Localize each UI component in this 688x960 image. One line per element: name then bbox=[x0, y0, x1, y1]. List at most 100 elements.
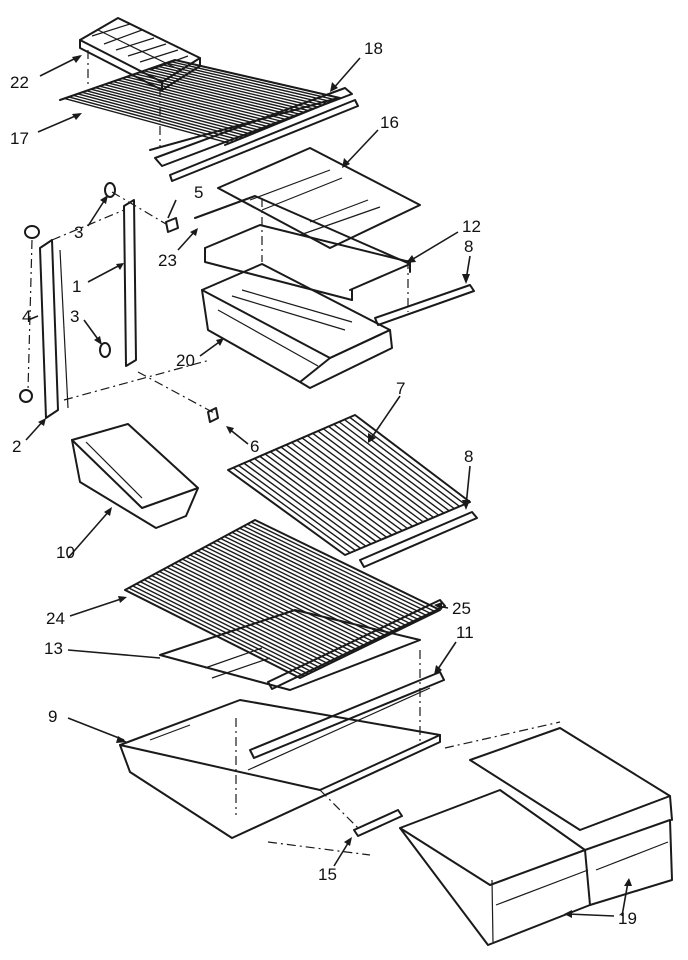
grille-wire bbox=[128, 587, 305, 677]
grille-wire bbox=[238, 464, 356, 552]
grille-wire bbox=[182, 558, 363, 649]
grille-wire bbox=[243, 525, 428, 617]
grille-wire bbox=[312, 432, 429, 521]
grille-wire bbox=[285, 444, 403, 532]
grille-wire bbox=[204, 546, 387, 637]
callout-19: 19 bbox=[618, 909, 637, 928]
callout-5: 5 bbox=[194, 183, 203, 202]
callout-7: 7 bbox=[396, 379, 405, 398]
grille-wire bbox=[343, 419, 461, 507]
grille-wire bbox=[68, 96, 235, 143]
shelf-ladder-part bbox=[39, 199, 137, 419]
grille-wire bbox=[117, 79, 283, 123]
grille-wire bbox=[165, 62, 332, 103]
grille-wire bbox=[193, 552, 375, 643]
grille-wire bbox=[136, 583, 313, 673]
grille-wire bbox=[269, 451, 388, 538]
callout-8-lower: 8 bbox=[464, 447, 473, 466]
callout-15: 15 bbox=[318, 865, 337, 884]
callout-17: 17 bbox=[10, 129, 29, 148]
grille-wire bbox=[64, 97, 230, 144]
grille-wire bbox=[224, 535, 408, 627]
lower-rail-part bbox=[267, 599, 446, 690]
grille-wire bbox=[86, 90, 252, 135]
callout-25: 25 bbox=[452, 599, 471, 618]
grille-wire bbox=[208, 544, 391, 635]
grille-wire bbox=[306, 435, 424, 523]
grille-wire bbox=[143, 579, 321, 669]
callout-22: 22 bbox=[10, 73, 29, 92]
upper-wire-shelf-part bbox=[59, 59, 341, 151]
grille-wire bbox=[126, 76, 292, 119]
callout-13: 13 bbox=[44, 639, 63, 658]
crisper-drawers-part bbox=[399, 727, 673, 946]
grille-wire bbox=[152, 67, 319, 108]
grille-wire bbox=[148, 68, 314, 110]
grille-wire bbox=[301, 437, 419, 525]
grille-wire bbox=[174, 562, 354, 653]
grille-wire bbox=[151, 574, 330, 665]
grille-wire bbox=[73, 94, 239, 141]
grille-wire bbox=[328, 425, 445, 514]
callout-16: 16 bbox=[380, 113, 399, 132]
grille-wire bbox=[139, 71, 305, 114]
grille-wire bbox=[296, 439, 414, 527]
ice-tray-part bbox=[79, 17, 201, 91]
crisper-frame-pan-part bbox=[119, 671, 445, 839]
grille-wire bbox=[259, 455, 377, 543]
main-wire-shelf-part bbox=[124, 519, 441, 679]
grille-wire bbox=[185, 556, 367, 647]
grille-wire bbox=[108, 82, 274, 126]
callout-8-upper: 8 bbox=[464, 237, 473, 256]
grille-wire bbox=[349, 416, 466, 505]
grille-wire bbox=[212, 542, 396, 633]
callout-23: 23 bbox=[158, 251, 177, 270]
callout-3-lower: 3 bbox=[70, 307, 79, 326]
grille-wire bbox=[170, 564, 350, 655]
crisper-cover-part bbox=[159, 609, 421, 691]
grille-wire bbox=[235, 529, 420, 621]
grille-wire bbox=[95, 87, 261, 132]
callout-labels: 22 17 18 16 5 3 23 12 8 1 4 3 20 2 6 7 8… bbox=[10, 39, 637, 928]
grille-wire bbox=[143, 70, 310, 112]
grille-wire bbox=[275, 448, 393, 536]
mid-rail-part bbox=[359, 511, 478, 568]
grille-wire bbox=[250, 521, 437, 613]
grille-wire bbox=[322, 428, 440, 516]
callout-11: 11 bbox=[456, 623, 474, 642]
callout-20: 20 bbox=[176, 351, 195, 370]
grille-wire bbox=[247, 523, 433, 615]
grille-wire bbox=[178, 560, 358, 651]
meat-drawer-part bbox=[201, 263, 393, 389]
grille-wire bbox=[254, 457, 372, 545]
grille-wire bbox=[90, 88, 257, 134]
callout-2: 2 bbox=[12, 437, 21, 456]
grille-wire bbox=[104, 83, 270, 128]
grille-wire bbox=[264, 453, 382, 541]
callout-24: 24 bbox=[46, 609, 65, 628]
grille-wire bbox=[162, 568, 342, 659]
grille-wire bbox=[239, 527, 424, 619]
hardware-parts bbox=[19, 182, 219, 423]
callout-12: 12 bbox=[462, 217, 481, 236]
callout-6: 6 bbox=[250, 437, 259, 456]
grille-wire bbox=[135, 73, 301, 115]
grille-wire bbox=[132, 585, 309, 675]
crisper-frame-part bbox=[194, 195, 475, 326]
callout-10: 10 bbox=[56, 543, 75, 562]
grille-wire bbox=[121, 77, 288, 121]
grille-wire bbox=[317, 430, 434, 519]
grille-wire bbox=[333, 423, 450, 512]
grille-wire bbox=[227, 533, 412, 625]
grille-wire bbox=[280, 446, 398, 534]
callout-3-upper: 3 bbox=[74, 223, 83, 242]
grille-wire bbox=[232, 467, 351, 554]
callout-18: 18 bbox=[364, 39, 383, 58]
grille-wire bbox=[291, 441, 408, 530]
callout-leaders bbox=[25, 55, 632, 918]
grille-wire bbox=[81, 91, 248, 137]
bottom-rail-part bbox=[353, 809, 403, 837]
grille-wire bbox=[147, 577, 326, 667]
grille-wire bbox=[248, 460, 367, 547]
